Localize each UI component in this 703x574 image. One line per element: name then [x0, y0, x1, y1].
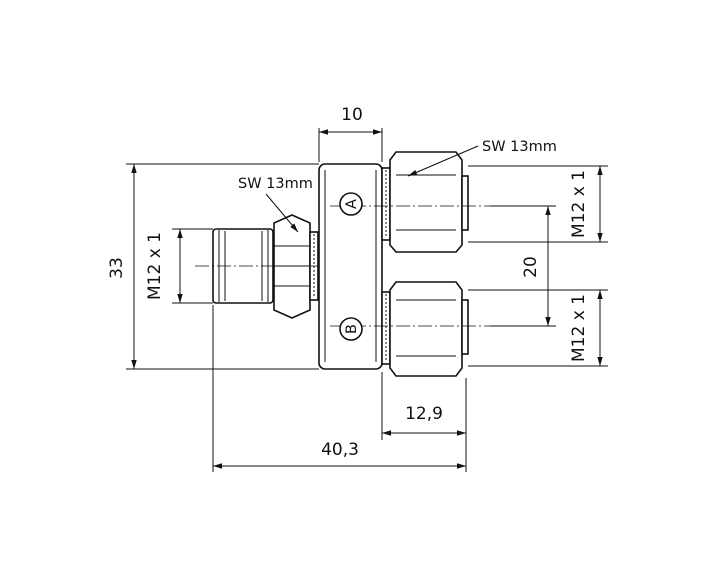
thread-right-top-label: M12 x 1	[569, 170, 589, 238]
dimension-33: 33	[107, 163, 319, 370]
dimension-12-9-label: 12,9	[405, 404, 443, 424]
dimension-20-label: 20	[521, 256, 541, 278]
thread-right-bottom-label: M12 x 1	[569, 294, 589, 362]
dimension-20: 20	[490, 205, 556, 327]
wrench-size-right: SW 13mm	[407, 139, 557, 177]
wrench-left-label: SW 13mm	[238, 176, 313, 192]
dimension-m12-right-bottom: M12 x 1	[468, 289, 608, 367]
left-male-connector	[212, 214, 319, 319]
dimension-10-label: 10	[341, 105, 363, 125]
port-a-marker: A	[339, 192, 363, 216]
dimension-40-3: 40,3	[212, 305, 467, 472]
port-b-marker: B	[339, 317, 363, 341]
port-b-label: B	[344, 324, 360, 334]
dimension-10: 10	[318, 105, 383, 162]
port-a-label: A	[344, 199, 360, 209]
splitter-body	[318, 163, 383, 370]
dimension-12-9: 12,9	[381, 372, 467, 440]
dimension-m12-left: M12 x 1	[145, 228, 213, 304]
thread-left-label: M12 x 1	[145, 232, 165, 300]
right-female-connector-top	[381, 151, 469, 253]
dimension-33-label: 33	[107, 257, 127, 279]
right-female-connector-bottom	[381, 281, 469, 377]
dimension-m12-right-top: M12 x 1	[468, 165, 608, 243]
wrench-size-left: SW 13mm	[238, 176, 313, 233]
dimension-40-3-label: 40,3	[321, 440, 359, 460]
wrench-right-label: SW 13mm	[482, 139, 557, 155]
